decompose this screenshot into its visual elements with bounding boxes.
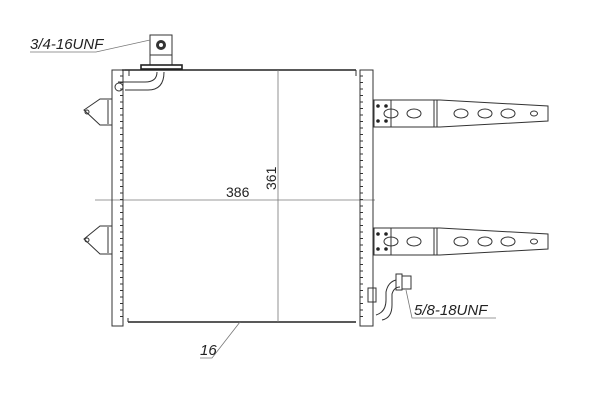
inlet-fitting [114,34,183,92]
right-header-tank [359,69,374,327]
inlet-thread-label: 3/4-16UNF [30,36,104,53]
right-mounting-bracket-upper [372,99,549,128]
left-mounting-tab-lower [83,225,112,255]
outlet-leader-line [405,289,496,319]
inlet-leader-line [30,39,151,53]
outlet-fitting [367,273,412,321]
outlet-thread-label: 5/8-18UNF [414,302,488,319]
left-mounting-tab-upper [83,98,112,126]
thickness-leader-line [200,321,241,359]
width-dimension: 386 [226,184,250,200]
right-mounting-bracket-lower [372,227,549,256]
left-header-tank [111,69,125,327]
height-dimension: 361 [263,166,279,190]
condenser-core [122,69,357,323]
core-thickness-label: 16 [200,342,217,359]
